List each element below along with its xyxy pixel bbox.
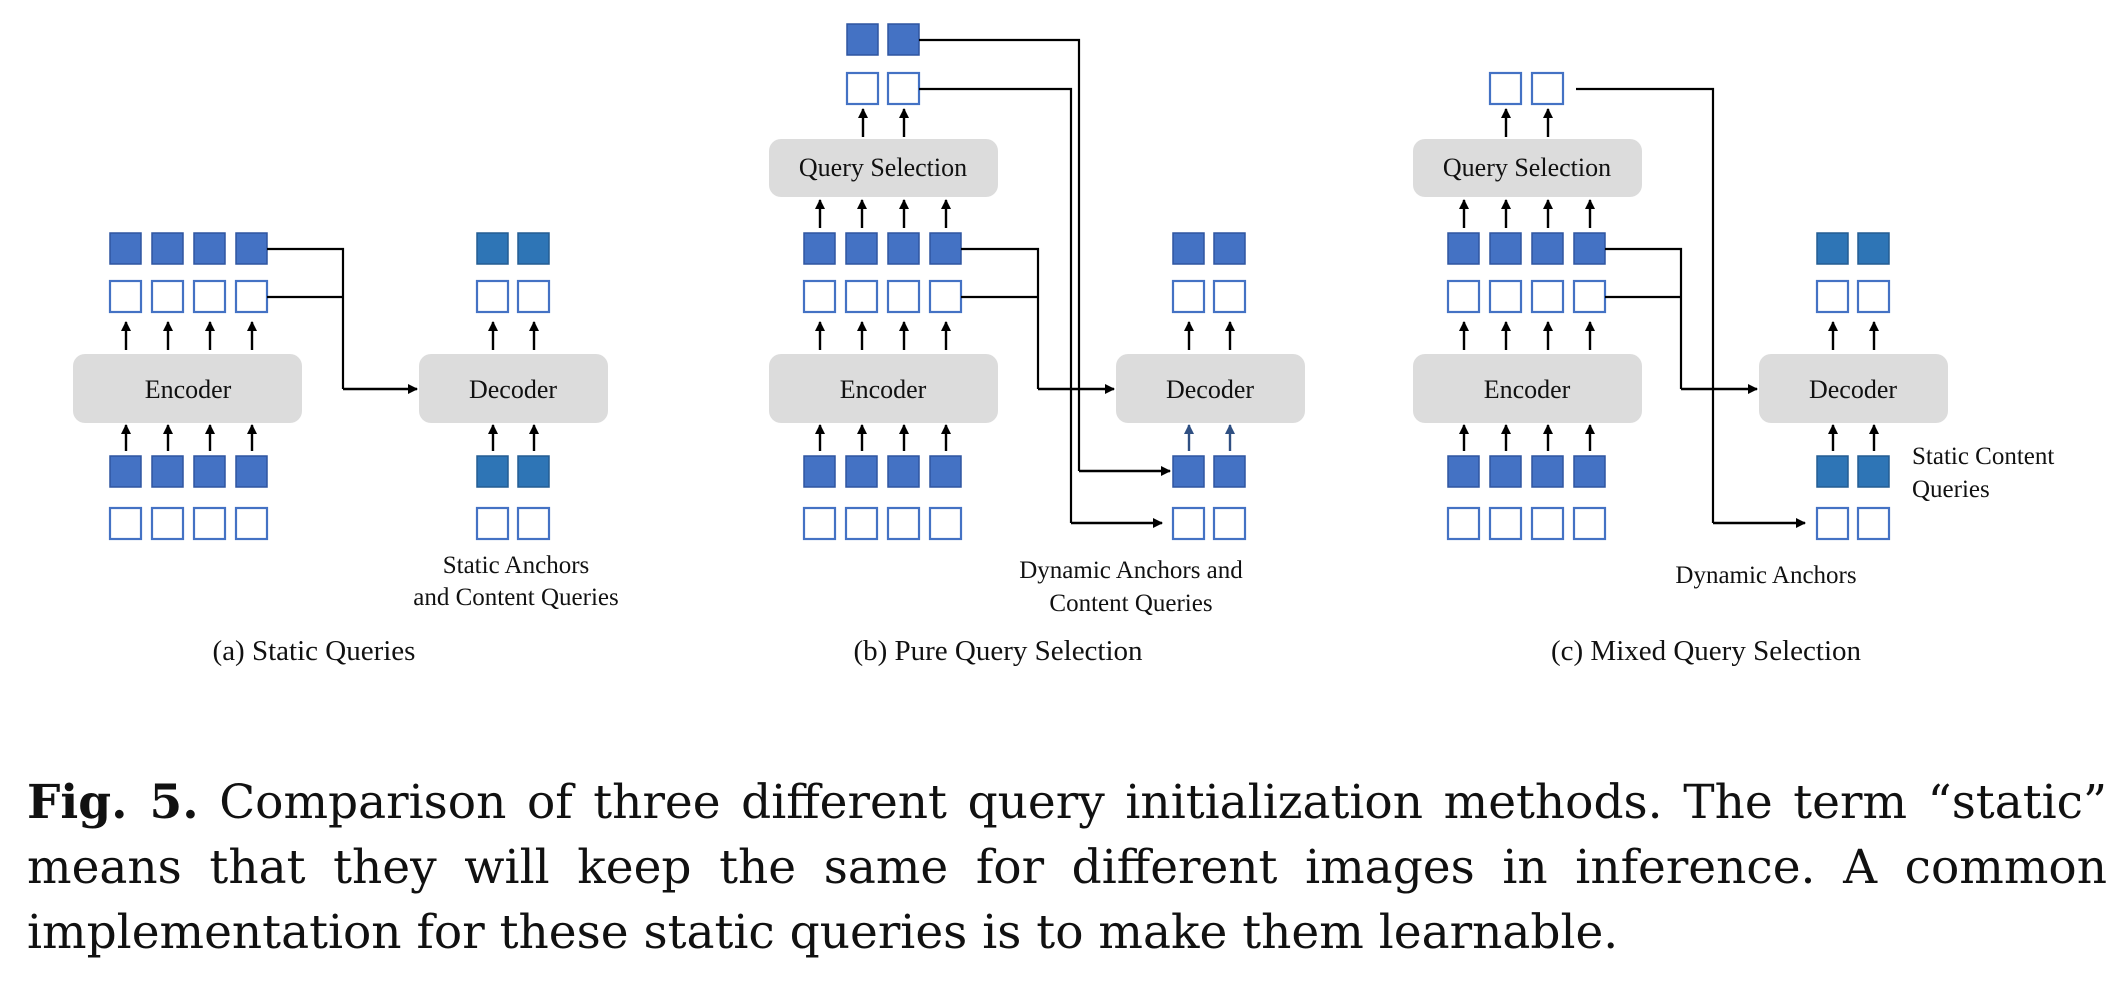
encoder-input-arrows [815,424,951,451]
decoder-label: Decoder [1809,375,1897,404]
encoder-input-features [108,455,269,541]
encoder-output-features [802,232,963,314]
encoder-label: Encoder [840,375,927,404]
static-content-queries-annotation-line2: Queries [1912,476,1990,503]
decoder-box: Decoder [1116,354,1305,423]
encoder-output-features [108,232,269,314]
query-selection-box: Query Selection [1413,139,1642,197]
decoder-box: Decoder [419,354,608,423]
subcaption-c: (c) Mixed Query Selection [1551,635,1862,667]
decoder-dynamic-queries [1171,455,1247,541]
encoder-box: Encoder [1413,354,1642,423]
subcaption-b: (b) Pure Query Selection [853,635,1143,667]
static-anchors-annotation-line1: Static Anchors [443,552,590,579]
decoder-input-arrows [1184,424,1235,451]
encoder-label: Encoder [145,375,232,404]
encoder-output-arrows [121,321,257,350]
encoder-to-decoder-connector [267,247,418,394]
decoder-static-queries [475,455,551,541]
encoder-input-arrows [1459,424,1595,451]
decoder-label: Decoder [1166,375,1254,404]
selection-output-arrows [1501,108,1553,137]
query-selection-label: Query Selection [1443,153,1611,182]
encoder-output-features [1446,232,1607,314]
query-initialization-diagram: Encoder Decoder [73,23,2054,667]
figure-caption-text: Comparison of three different query init… [27,775,2107,960]
selection-input-arrows [815,199,951,228]
encoder-label: Encoder [1484,375,1571,404]
selection-input-arrows [1459,199,1595,228]
decoder-output-arrows [1828,321,1879,350]
decoder-box: Decoder [1759,354,1948,423]
decoder-input-arrows [1828,424,1879,451]
selected-anchors-connector [1576,87,1806,528]
query-selection-label: Query Selection [799,153,967,182]
dynamic-anchors-annotation: Dynamic Anchors [1675,562,1856,589]
subcaption-a: (a) Static Queries [213,635,416,667]
encoder-to-decoder-connector [961,247,1115,394]
encoder-box: Encoder [769,354,998,423]
panel-b: Query Selection Encoder [769,23,1305,667]
decoder-output-queries [475,232,551,314]
figure-caption: Fig. 5. Comparison of three different qu… [27,770,2107,965]
static-anchors-annotation-line2: and Content Queries [413,584,619,611]
decoder-output-arrows [1184,321,1235,350]
query-selection-box: Query Selection [769,139,998,197]
encoder-output-arrows [815,321,951,350]
panel-a: Encoder Decoder [73,232,619,667]
encoder-input-arrows [121,424,257,451]
encoder-box: Encoder [73,354,302,423]
encoder-to-decoder-connector [1605,247,1758,394]
decoder-label: Decoder [469,375,557,404]
decoder-mixed-queries [1815,455,1891,541]
decoder-output-queries [1171,232,1247,314]
dynamic-anchors-annotation-line2: Content Queries [1049,590,1212,617]
static-content-queries-annotation-line1: Static Content [1912,443,2054,470]
selected-queries-connector [919,38,1171,528]
encoder-input-features [1446,455,1607,541]
selection-output-arrows [858,108,909,137]
selected-anchors [1488,71,1565,106]
figure-label: Fig. 5. [27,775,199,830]
decoder-input-arrows [488,424,539,451]
dynamic-anchors-annotation-line1: Dynamic Anchors and [1019,557,1243,584]
decoder-output-arrows [488,321,539,350]
panel-c: Query Selection Encoder [1413,71,2054,667]
encoder-input-features [802,455,963,541]
selected-queries [845,23,921,106]
encoder-output-arrows [1459,321,1595,350]
decoder-output-queries [1815,232,1891,314]
